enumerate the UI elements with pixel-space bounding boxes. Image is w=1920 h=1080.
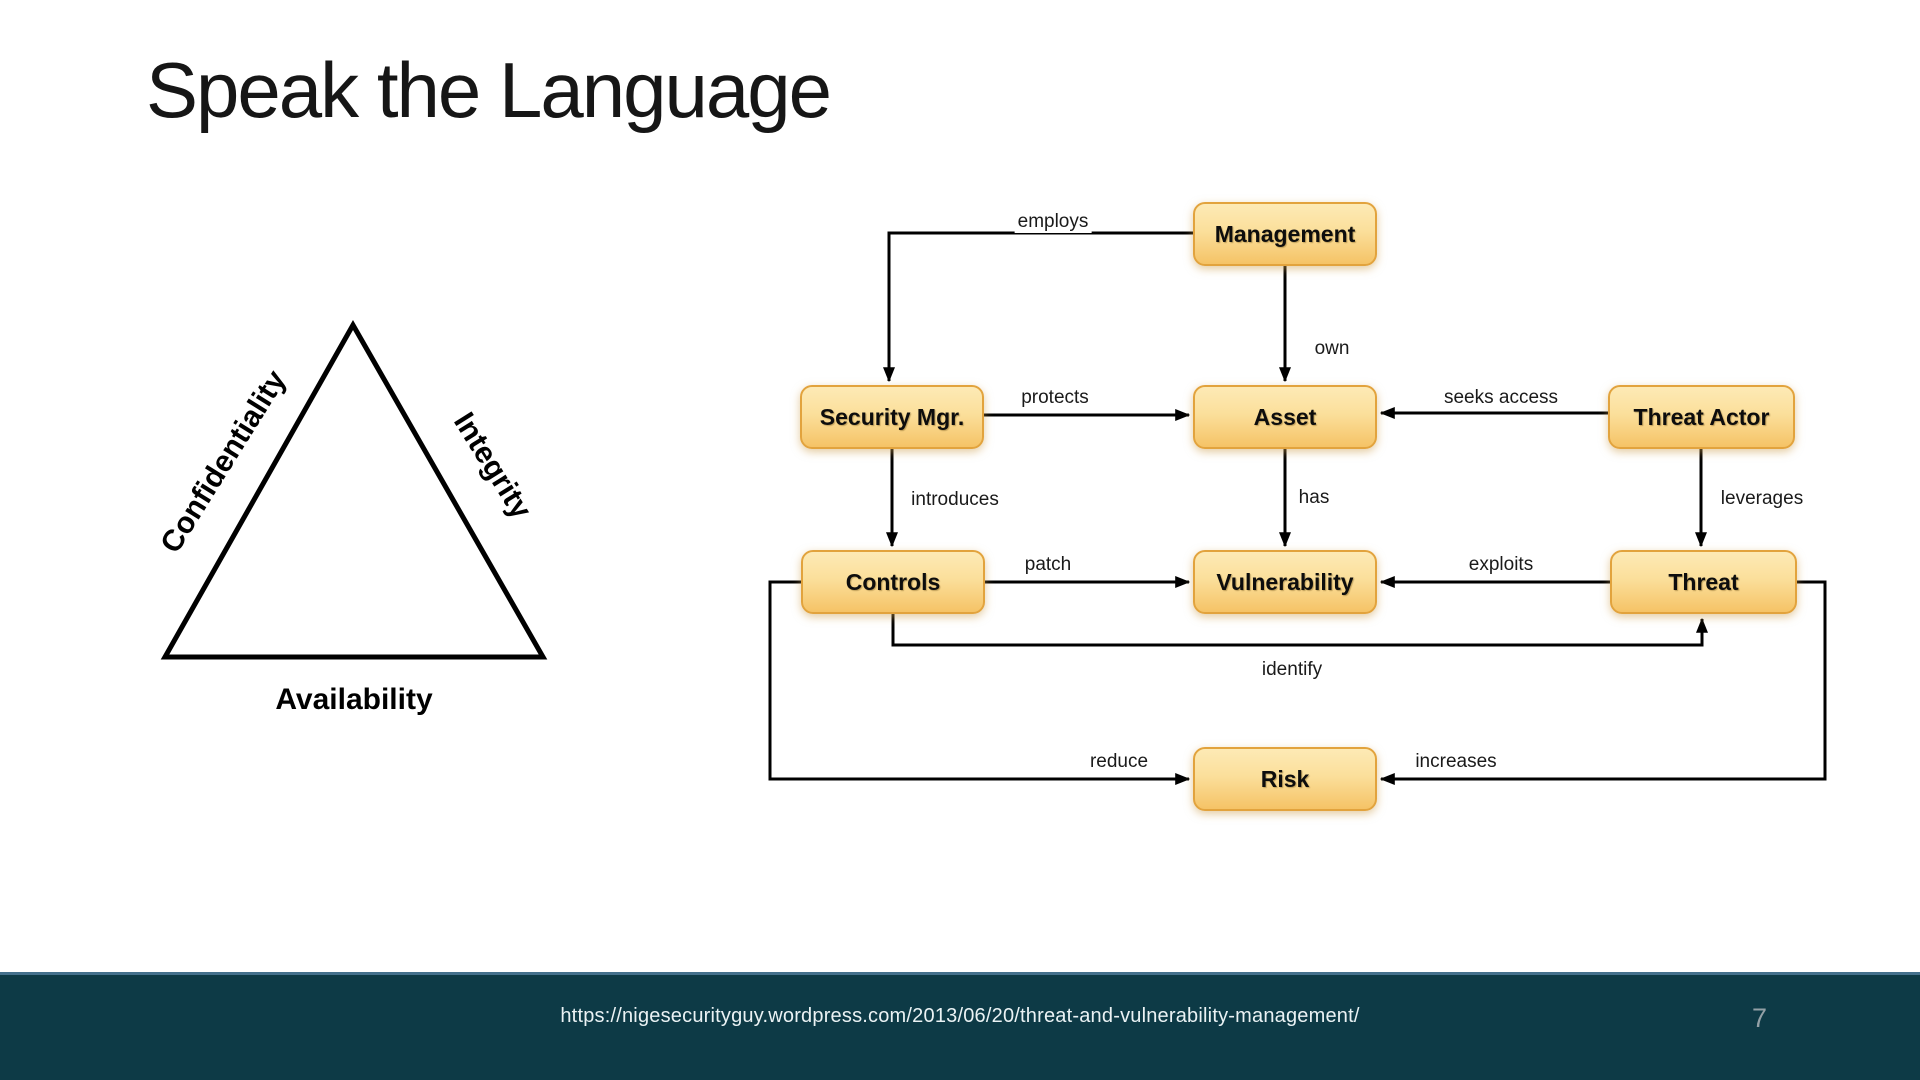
node-security-mgr: Security Mgr. <box>800 385 984 449</box>
edge-increases-line <box>1379 580 1827 785</box>
page-number: 7 <box>1752 1003 1768 1033</box>
cia-label-availability: Availability <box>275 683 433 716</box>
node-controls: Controls <box>801 550 985 614</box>
edge-label-employs: employs <box>1014 211 1092 233</box>
edge-identify-line <box>891 614 1708 647</box>
slide-title: Speak the Language <box>146 46 832 134</box>
node-threat: Threat <box>1610 550 1797 614</box>
node-risk: Risk <box>1193 747 1377 811</box>
edge-label-leverages: leverages <box>1717 488 1807 510</box>
edge-label-protects: protects <box>1018 387 1092 409</box>
edge-label-increases: increases <box>1412 751 1500 773</box>
edge-label-introduces: introduces <box>908 489 1002 511</box>
node-threat-actor: Threat Actor <box>1608 385 1795 449</box>
node-management: Management <box>1193 202 1377 266</box>
node-asset: Asset <box>1193 385 1377 449</box>
edge-label-patch: patch <box>1021 554 1075 576</box>
edge-label-has: has <box>1295 487 1333 509</box>
edge-label-identify: identify <box>1258 659 1326 681</box>
edge-label-exploits: exploits <box>1465 554 1537 576</box>
node-vulnerability: Vulnerability <box>1193 550 1377 614</box>
footer-source-url: https://nigesecurityguy.wordpress.com/20… <box>560 1005 1360 1027</box>
cia-triangle <box>160 319 548 660</box>
footer-bar: https://nigesecurityguy.wordpress.com/20… <box>0 972 1920 1080</box>
edge-reduce-line <box>768 580 1191 785</box>
edge-employs-line <box>883 231 1197 383</box>
edge-label-own: own <box>1311 338 1353 360</box>
edge-label-reduce: reduce <box>1086 751 1152 773</box>
edge-label-seeks-access: seeks access <box>1440 387 1562 409</box>
